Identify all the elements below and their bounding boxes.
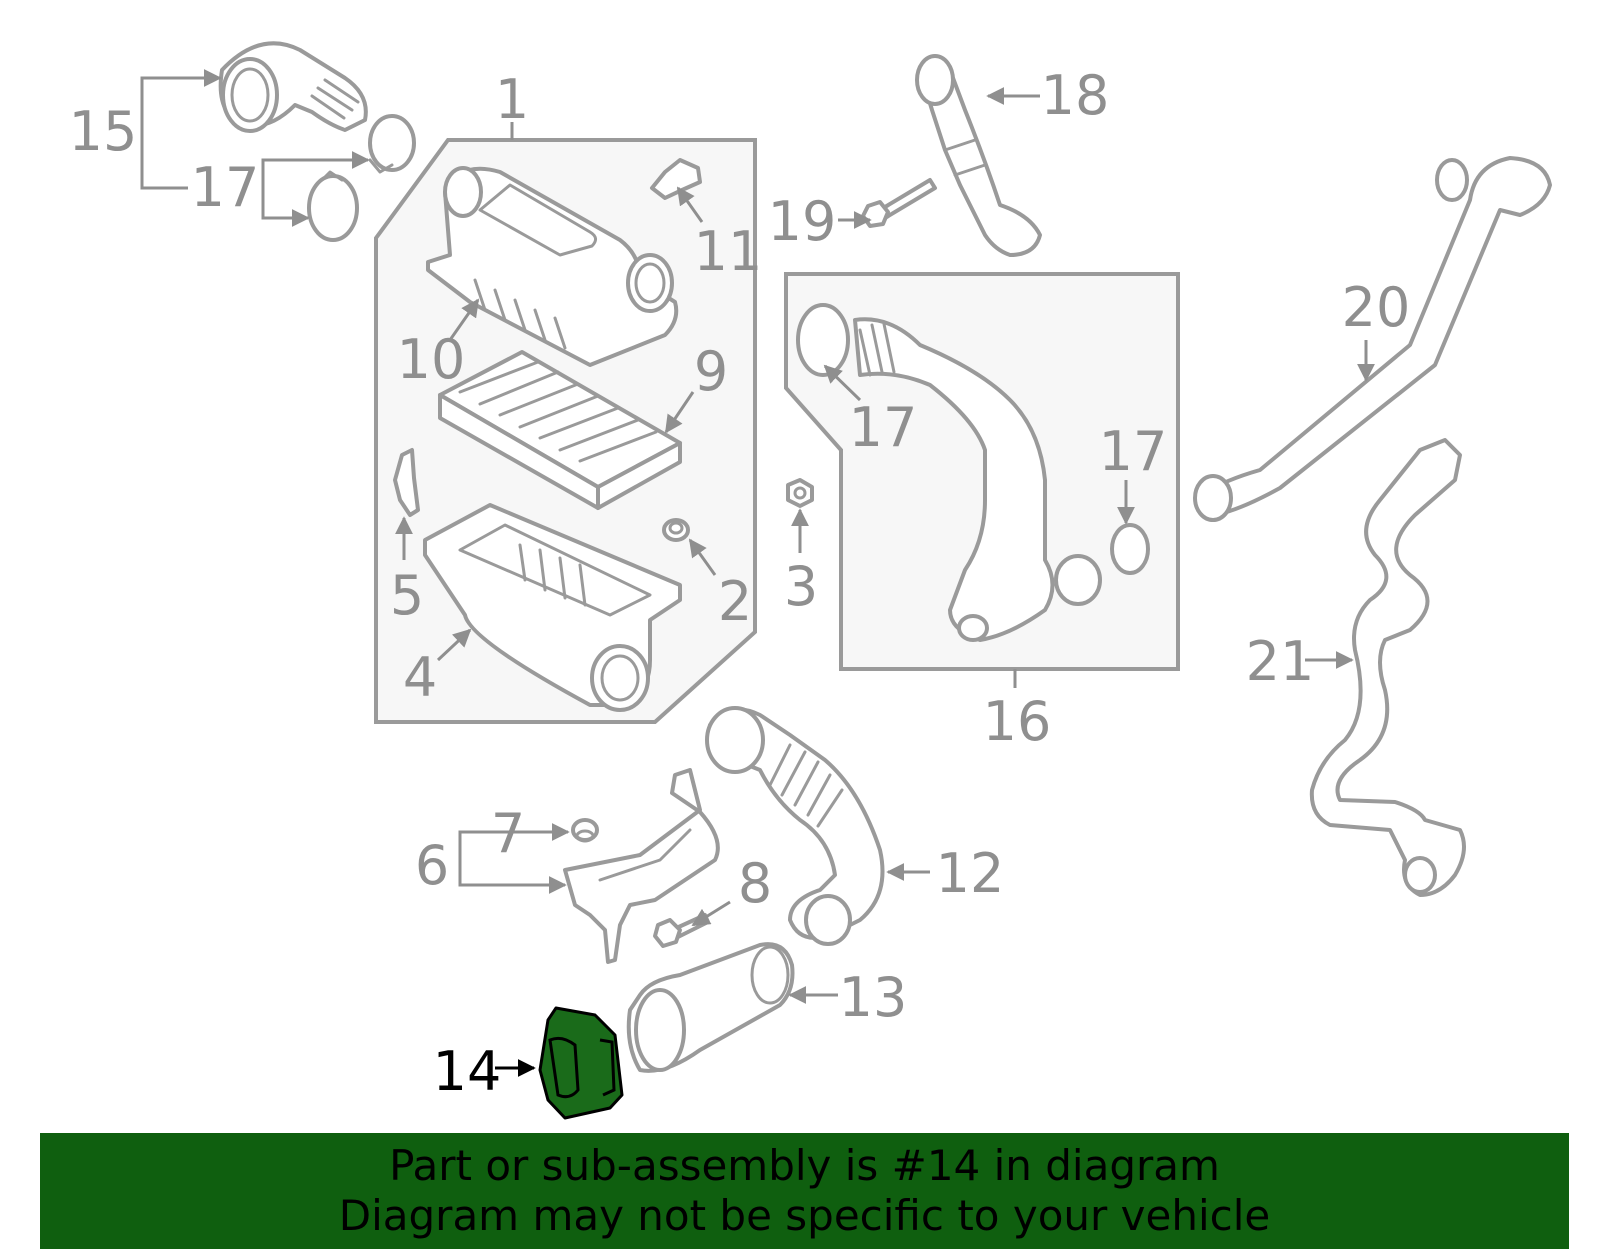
part-18-tube bbox=[915, 54, 1042, 257]
callout-17-upper-left: 17 bbox=[191, 156, 260, 219]
part-21-hose bbox=[1309, 438, 1466, 897]
part-11-sensor bbox=[650, 158, 702, 200]
callout-7: 7 bbox=[491, 802, 525, 865]
leader-lines bbox=[140, 69, 1375, 1077]
callout-5: 5 bbox=[390, 564, 424, 627]
callout-14-highlighted: 14 bbox=[433, 1040, 502, 1103]
callout-12: 12 bbox=[936, 842, 1005, 905]
part-6-bracket bbox=[563, 768, 720, 964]
banner-line-part-number: Part or sub-assembly is #14 in diagram bbox=[389, 1141, 1220, 1190]
callout-1: 1 bbox=[495, 68, 529, 131]
callout-21: 21 bbox=[1246, 630, 1315, 693]
part-5-bracket bbox=[393, 448, 420, 517]
part-17-clamp-upper bbox=[368, 114, 416, 174]
part-17-clamp-lower bbox=[307, 170, 359, 242]
part-20-hose bbox=[1193, 156, 1552, 522]
part-14-highlighted-resonator bbox=[538, 1006, 624, 1120]
callout-15: 15 bbox=[69, 100, 138, 163]
part-7-grommet bbox=[571, 818, 599, 843]
part-19-bolt bbox=[861, 178, 937, 228]
callout-20: 20 bbox=[1342, 276, 1411, 339]
part-13-air-duct bbox=[626, 942, 795, 1073]
callout-10: 10 bbox=[397, 328, 466, 391]
info-banner: Part or sub-assembly is #14 in diagram D… bbox=[40, 1133, 1569, 1249]
callout-18: 18 bbox=[1041, 64, 1110, 127]
callout-11: 11 bbox=[694, 220, 763, 283]
callout-8: 8 bbox=[738, 852, 772, 915]
callout-2: 2 bbox=[718, 570, 752, 633]
callout-4: 4 bbox=[403, 646, 437, 709]
callout-6: 6 bbox=[415, 834, 449, 897]
part-16-intake-tube bbox=[796, 303, 1150, 642]
callout-16: 16 bbox=[983, 690, 1052, 753]
callout-labels: 1 15 17 10 9 11 5 4 2 3 18 19 17 17 16 2… bbox=[69, 64, 1411, 1103]
callout-13: 13 bbox=[839, 966, 908, 1029]
part-2-grommet bbox=[662, 518, 690, 542]
callout-19: 19 bbox=[768, 190, 837, 253]
part-3-nut bbox=[786, 478, 814, 508]
part-10-air-cleaner-cover bbox=[426, 166, 679, 367]
part-12-air-hose bbox=[705, 706, 885, 946]
part-4-air-cleaner-lower-housing bbox=[423, 503, 682, 712]
banner-line-disclaimer: Diagram may not be specific to your vehi… bbox=[338, 1191, 1271, 1240]
callout-17-middle: 17 bbox=[849, 396, 918, 459]
part-9-air-filter bbox=[438, 350, 682, 510]
callout-9: 9 bbox=[694, 340, 728, 403]
part-15-air-hose bbox=[218, 41, 368, 133]
callout-17-right: 17 bbox=[1099, 420, 1168, 483]
callout-3: 3 bbox=[784, 555, 818, 618]
